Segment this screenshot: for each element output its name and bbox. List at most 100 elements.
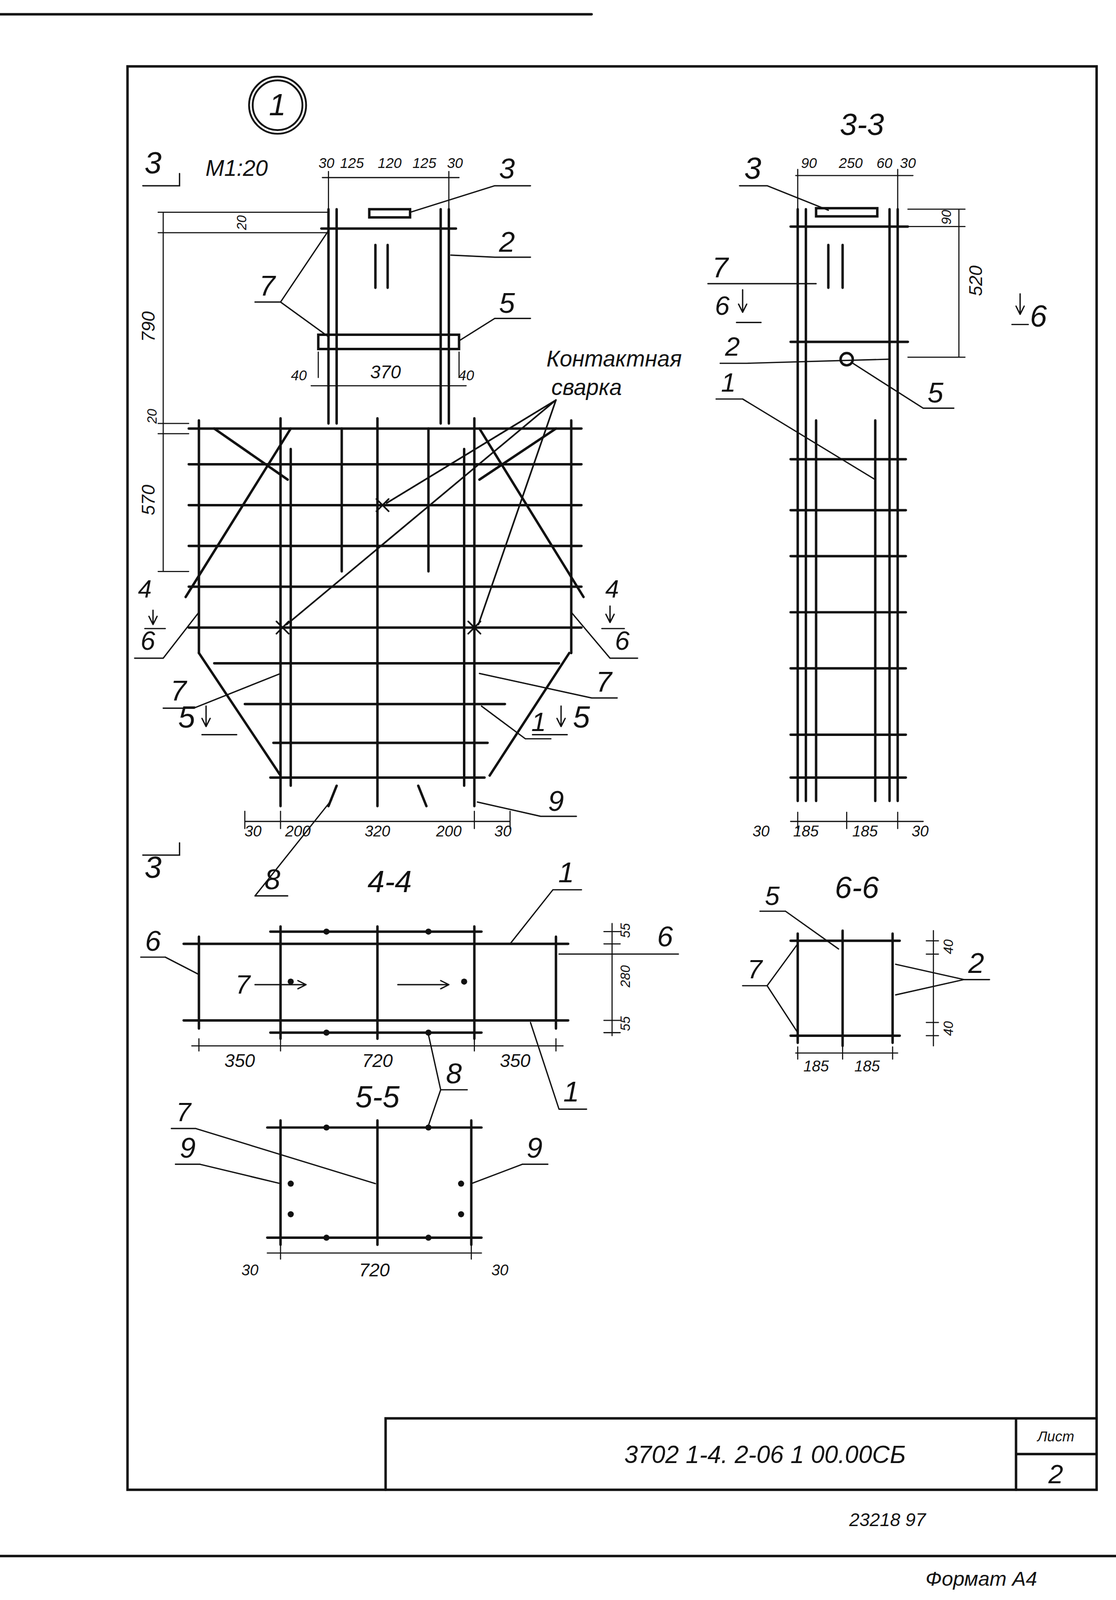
dimension-lines <box>795 930 939 1059</box>
dimension-text: 570 <box>139 484 159 516</box>
callout-number: 6 <box>615 627 630 655</box>
dimension-text: 55 <box>618 922 632 938</box>
leader-lines <box>140 889 679 1125</box>
dimension-text: 185 <box>792 823 819 840</box>
note-text: M1:20 <box>205 157 268 180</box>
leader-lines <box>134 173 638 896</box>
callout-number: 6 <box>1029 300 1048 332</box>
dimension-text: 90 <box>800 156 817 171</box>
callout-number: 6 <box>656 921 673 951</box>
dimension-text: 370 <box>370 362 401 382</box>
note-text: сварка <box>551 376 622 399</box>
dimension-text: 280 <box>618 965 632 988</box>
callout-number: 5 <box>498 288 515 318</box>
dimension-text: 120 <box>377 156 402 171</box>
dimension-text: 790 <box>139 311 159 342</box>
note-text: 23218 97 <box>849 1510 926 1530</box>
dimension-text: 350 <box>224 1051 256 1071</box>
callout-number: 3 <box>144 852 162 883</box>
dimension-text: 720 <box>359 1260 390 1280</box>
dimension-text: 30 <box>899 156 916 171</box>
dimension-text: 125 <box>339 156 364 171</box>
dimension-text: 30 <box>911 823 929 840</box>
dimension-text: 40 <box>942 1020 956 1036</box>
leader-lines <box>707 185 1028 480</box>
dimension-text: 320 <box>364 823 391 840</box>
note-text: Контактная <box>546 347 683 371</box>
callout-number: 6 <box>714 292 730 320</box>
callout-number: 8 <box>446 1058 462 1088</box>
dimension-text: 250 <box>838 156 863 171</box>
leader-lines <box>742 911 990 1033</box>
dimension-text: 90 <box>940 209 954 225</box>
callout-number: 2 <box>724 333 740 361</box>
dimension-text: 55 <box>618 1016 632 1031</box>
view-number: 1 <box>268 89 287 121</box>
section-title: 3-3 <box>839 109 885 140</box>
callout-number: 7 <box>235 971 251 998</box>
callout-number: 2 <box>1048 1460 1064 1488</box>
section-title: 5-5 <box>355 1081 400 1113</box>
callout-number: 3 <box>744 153 762 184</box>
weld-marks <box>276 399 557 634</box>
dimension-text: 520 <box>967 265 986 296</box>
dimension-text: 185 <box>803 1058 829 1074</box>
dimension-lines <box>191 923 621 1051</box>
dimension-text: 30 <box>318 156 335 171</box>
dimension-text: 185 <box>852 823 879 840</box>
section-5-5 <box>267 1119 482 1245</box>
callout-number: 8 <box>264 864 281 894</box>
callout-number: 6 <box>145 926 162 955</box>
cage-main-view <box>185 209 584 807</box>
callout-number: 2 <box>968 948 985 978</box>
dimension-text: 20 <box>145 408 159 424</box>
note-text: Формат А4 <box>925 1569 1038 1590</box>
callout-number: 7 <box>595 667 612 696</box>
callout-number: 5 <box>764 882 780 910</box>
leader-lines <box>171 1128 548 1184</box>
callout-number: 1 <box>563 1077 580 1106</box>
callout-number: 1 <box>558 857 574 887</box>
callout-number: 5 <box>178 701 196 733</box>
callout-number: 7 <box>170 676 187 705</box>
callout-number: 3 <box>498 154 515 183</box>
callout-number: 5 <box>927 378 944 407</box>
callout-number: 9 <box>179 1133 196 1162</box>
callout-number: 7 <box>259 271 276 300</box>
dimension-text: 30 <box>244 823 262 840</box>
dimension-text: 30 <box>494 823 512 840</box>
section-6-6 <box>790 930 900 1046</box>
dimension-text: 185 <box>854 1058 881 1074</box>
dimension-text: 30 <box>752 823 770 840</box>
dimension-text: 125 <box>412 156 436 171</box>
callout-number: 9 <box>526 1133 543 1162</box>
dimension-text: 40 <box>942 939 956 954</box>
dimension-text: 20 <box>234 215 249 230</box>
dimension-text: 200 <box>435 823 462 840</box>
callout-number: 9 <box>548 786 564 816</box>
dimension-lines <box>790 169 965 829</box>
dimension-text: 720 <box>361 1051 393 1071</box>
callout-number: 4 <box>605 577 620 602</box>
note-text: Лист <box>1037 1429 1075 1444</box>
callout-number: 1 <box>721 369 736 396</box>
cage-side-view <box>790 208 908 801</box>
dimension-text: 200 <box>285 823 311 840</box>
callout-number: 3 <box>144 147 162 179</box>
callout-number: 7 <box>712 253 728 282</box>
callout-number: 7 <box>176 1098 192 1126</box>
dimension-text: 30 <box>241 1262 259 1278</box>
callout-number: 5 <box>572 701 591 733</box>
callout-number: 7 <box>747 955 763 983</box>
dimension-text: 30 <box>491 1262 509 1278</box>
dimension-text: 60 <box>876 156 893 171</box>
callout-number: 1 <box>531 709 547 736</box>
note-text: 3702 1-4. 2-06 1 00.00СБ <box>624 1442 906 1468</box>
dimension-text: 40 <box>291 368 307 383</box>
sheet-frame <box>0 14 1116 1556</box>
section-title: 4-4 <box>367 866 412 897</box>
callout-number: 4 <box>137 577 152 602</box>
dimension-text: 350 <box>499 1051 531 1071</box>
view-number-circle: 1 <box>247 74 308 136</box>
